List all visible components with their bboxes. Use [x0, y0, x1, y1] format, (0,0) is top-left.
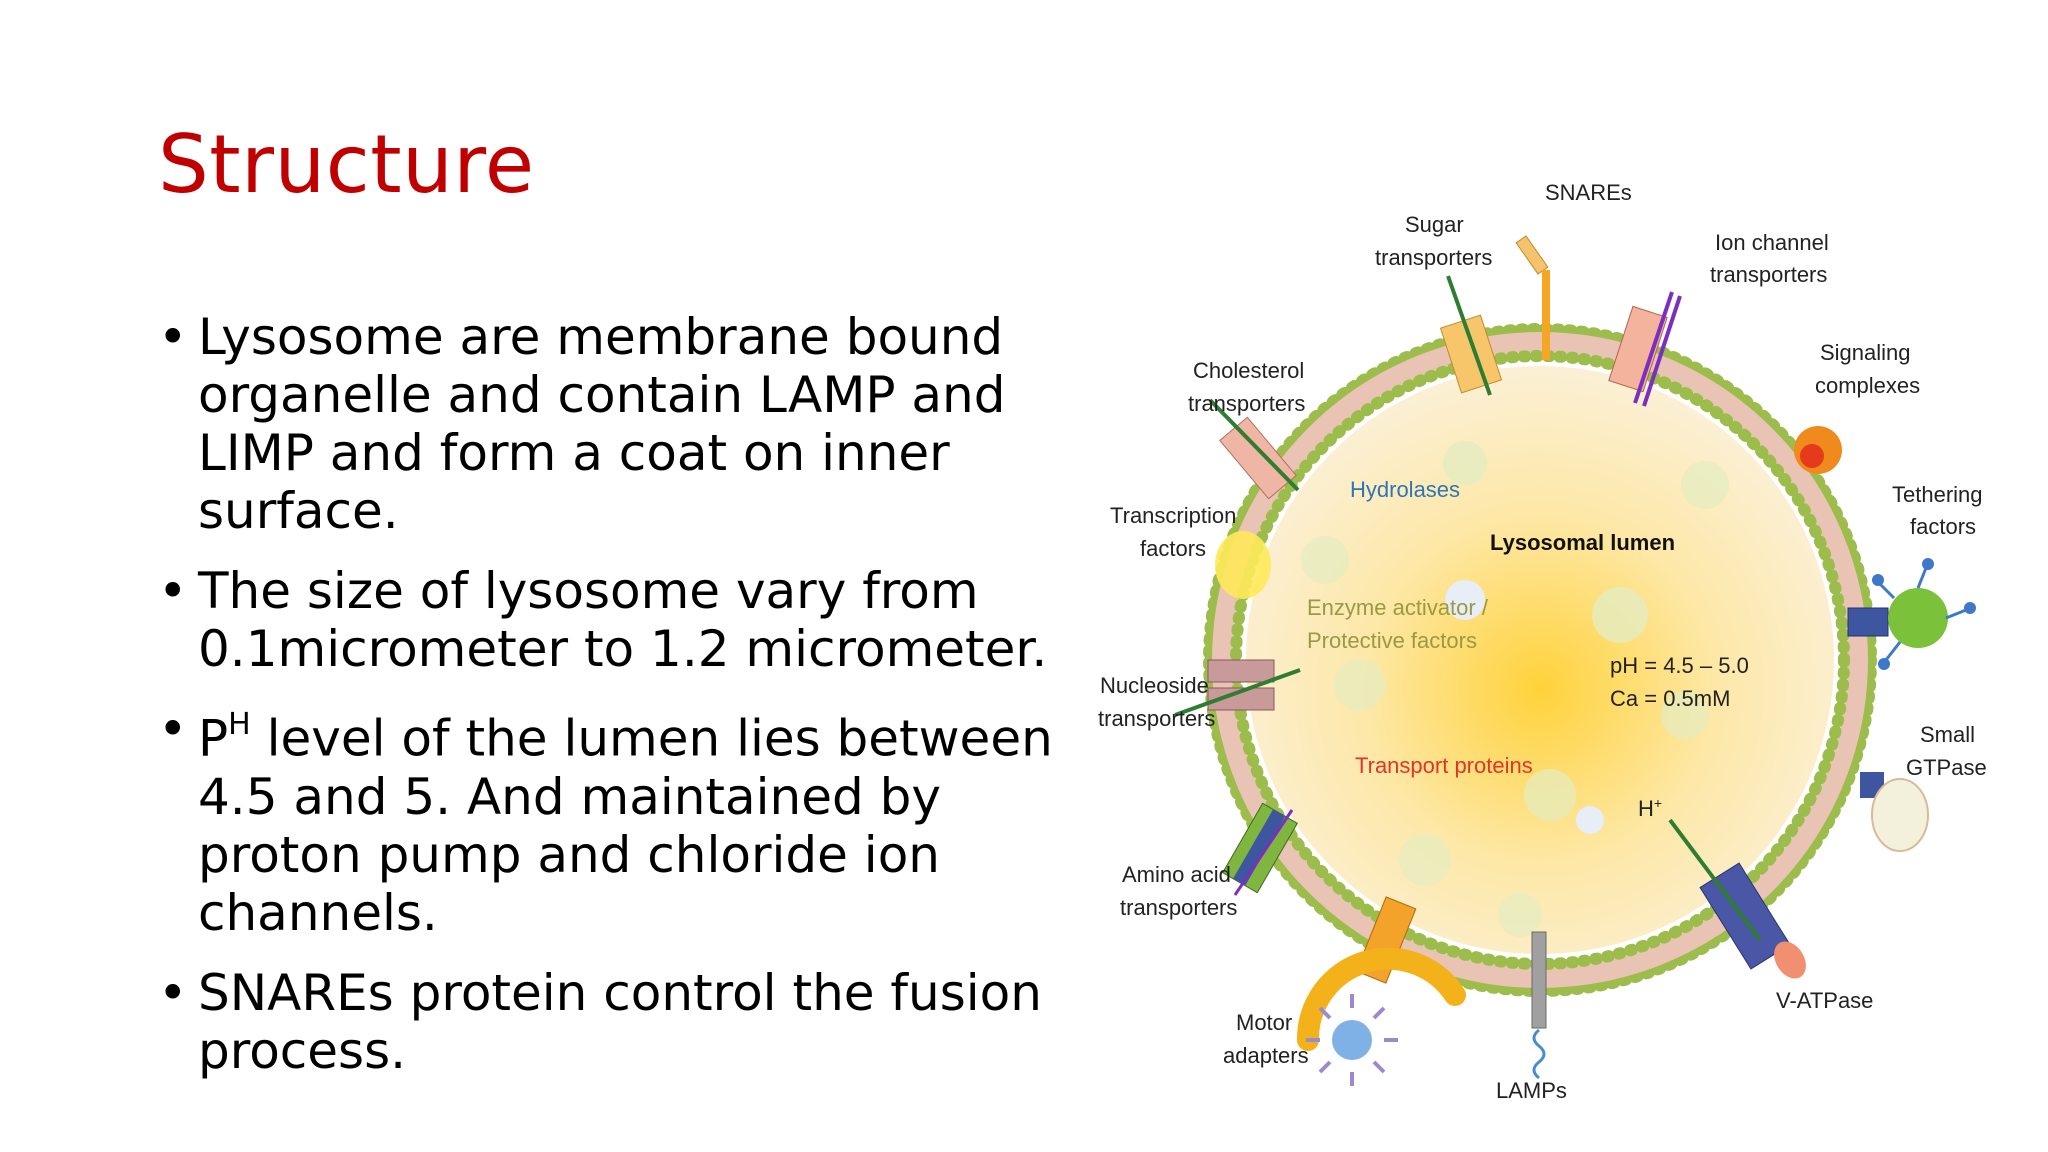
label-sugar-transporters-line1: Sugar: [1405, 212, 1464, 237]
label-motor-adapters-line2: adapters: [1223, 1043, 1309, 1068]
label-lysosomal-lumen: Lysosomal lumen: [1490, 530, 1675, 555]
label-amino-acid-line1: Amino acid: [1122, 862, 1231, 887]
label-tethering-line1: Tethering: [1892, 482, 1983, 507]
lumen-vesicles: [1301, 441, 1729, 937]
lamp-protein: [1531, 931, 1547, 1080]
bullet-text: level of the lumen lies between 4.5 and …: [198, 709, 1053, 942]
lysosome-diagram: SNAREs Sugar transporters Ion channel tr…: [1098, 180, 1987, 1103]
label-cholesterol-line2: transporters: [1188, 391, 1305, 416]
tethering-factor: [1847, 558, 1976, 670]
motor-adapter: [1296, 896, 1466, 1086]
label-signaling-line2: complexes: [1815, 373, 1920, 398]
bullet-dot: •: [158, 308, 188, 366]
signaling-complex: [1794, 426, 1842, 474]
label-v-atpase: V-ATPase: [1776, 988, 1873, 1013]
bullet-dot: •: [158, 562, 188, 620]
label-proton-letter: H: [1638, 796, 1654, 821]
bullet-text: SNAREs protein control the fusion proces…: [198, 963, 1042, 1080]
bullet-dot: •: [158, 963, 188, 1022]
label-snares: SNAREs: [1545, 180, 1632, 205]
label-lamps: LAMPs: [1496, 1078, 1567, 1103]
bullet-text-ph-prefix: P: [198, 709, 229, 768]
label-ion-channel-line1: Ion channel: [1715, 230, 1829, 255]
label-tethering-line2: factors: [1910, 514, 1976, 539]
label-nucleoside-line1: Nucleoside: [1100, 673, 1209, 698]
bullet-text-ph-superscript: H: [228, 707, 251, 742]
label-transport-proteins: Transport proteins: [1355, 753, 1533, 778]
label-enzyme-activator: Enzyme activator /: [1307, 595, 1489, 620]
slide-title: Structure: [158, 118, 535, 211]
label-small-gtpase-line1: Small: [1920, 722, 1975, 747]
label-transcription-line2: factors: [1140, 536, 1206, 561]
transcription-factor: [1215, 531, 1271, 599]
label-proton: H+: [1638, 795, 1662, 821]
amino-acid-transporter: [1221, 802, 1299, 896]
nucleoside-transporter: [1174, 659, 1301, 717]
bullet-item: • Lysosome are membrane bound organelle …: [158, 308, 1058, 540]
label-cholesterol-line1: Cholesterol: [1193, 358, 1304, 383]
label-ion-channel-line2: transporters: [1710, 262, 1827, 287]
bullet-item: • The size of lysosome vary from 0.1micr…: [158, 562, 1058, 678]
sugar-transporter: [1439, 275, 1503, 396]
cholesterol-transporter: [1208, 398, 1300, 500]
label-sugar-transporters-line2: transporters: [1375, 245, 1492, 270]
label-calcium-concentration: Ca = 0.5mM: [1610, 686, 1730, 711]
label-small-gtpase-line2: GTPase: [1906, 755, 1987, 780]
bullet-item: • SNAREs protein control the fusion proc…: [158, 964, 1058, 1080]
ion-channel-transporter: [1608, 291, 1682, 407]
v-atpase: [1668, 818, 1806, 979]
bullet-text: The size of lysosome vary from 0.1microm…: [198, 562, 1048, 678]
bullet-list: • Lysosome are membrane bound organelle …: [158, 308, 1058, 1102]
label-nucleoside-line2: transporters: [1098, 706, 1215, 731]
label-transcription-line1: Transcription: [1110, 503, 1236, 528]
bullet-dot: •: [158, 700, 188, 758]
label-amino-acid-line2: transporters: [1120, 895, 1237, 920]
lysosomal-lumen: [1246, 366, 1834, 954]
bullet-text: Lysosome are membrane bound organelle an…: [198, 308, 1006, 540]
label-ph-range: pH = 4.5 – 5.0: [1610, 653, 1749, 678]
small-gtpase: [1860, 772, 1929, 852]
label-signaling-line1: Signaling: [1820, 340, 1911, 365]
bullet-item: • PH level of the lumen lies between 4.5…: [158, 700, 1058, 942]
snare-protein: [1515, 235, 1550, 360]
label-motor-adapters-line1: Motor: [1236, 1010, 1292, 1035]
label-proton-charge: +: [1654, 795, 1662, 811]
label-hydrolases: Hydrolases: [1350, 477, 1460, 502]
label-protective-factors: Protective factors: [1307, 628, 1477, 653]
